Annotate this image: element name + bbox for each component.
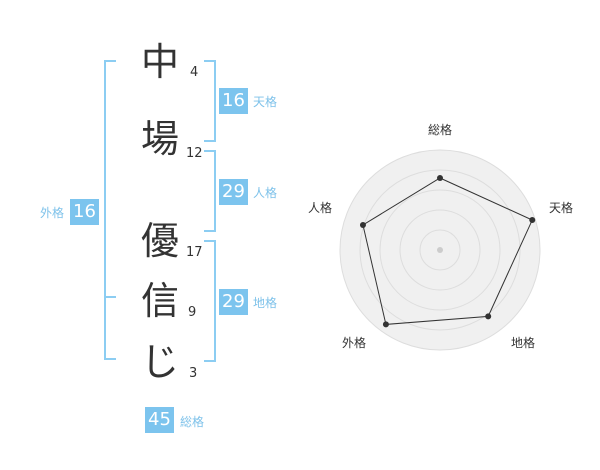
gaikaku-value: 16: [70, 199, 99, 225]
radar-point-5: [359, 221, 366, 228]
radar-label-jinkaku: 人格: [308, 201, 333, 215]
radar-ring-3: [399, 209, 481, 291]
soukaku-value: 45: [145, 407, 174, 433]
radar-label-gaikaku: 外格: [342, 336, 367, 350]
stroke-count-5: 3: [189, 366, 198, 381]
name-char-3: 優: [140, 219, 179, 263]
tenkaku-label: 天格: [253, 95, 278, 109]
soukaku-label: 総格: [180, 415, 205, 429]
chikaku-label: 地格: [253, 296, 278, 310]
radar-center: [437, 247, 443, 253]
chikaku-value: 29: [219, 289, 248, 315]
gaikaku-label: 外格: [40, 206, 65, 220]
radar-ring-2: [379, 189, 501, 311]
name-char-4: 信: [140, 279, 179, 323]
radar-ring-4: [419, 229, 461, 271]
radar-point-4: [382, 321, 389, 328]
stroke-count-4: 9: [188, 305, 197, 320]
radar-point-3: [485, 313, 492, 320]
stroke-count-3: 17: [186, 245, 203, 260]
outer-gaikaku-bracket: [104, 60, 116, 360]
radar-ring-1: [359, 169, 521, 331]
radar-point-1: [437, 175, 443, 181]
tenkaku-bracket: [204, 60, 216, 142]
radar-point-2: [529, 217, 536, 224]
radar-label-chikaku: 地格: [511, 336, 536, 350]
radar-polygon: [362, 177, 533, 325]
jinkaku-label: 人格: [253, 186, 278, 200]
stroke-count-2: 12: [186, 146, 203, 161]
radar-label-soukaku: 総格: [428, 123, 453, 137]
radar-grid: [339, 149, 541, 351]
name-char-1: 中: [140, 40, 179, 84]
jinkaku-bracket: [204, 150, 216, 232]
radar-label-tenkaku: 天格: [549, 201, 574, 215]
name-char-5: じ: [140, 340, 179, 384]
stroke-count-1: 4: [190, 65, 199, 80]
name-char-2: 場: [140, 117, 179, 161]
chikaku-bracket: [204, 240, 216, 362]
tenkaku-value: 16: [219, 88, 248, 114]
inner-left-bracket: [104, 296, 116, 298]
jinkaku-value: 29: [219, 179, 248, 205]
